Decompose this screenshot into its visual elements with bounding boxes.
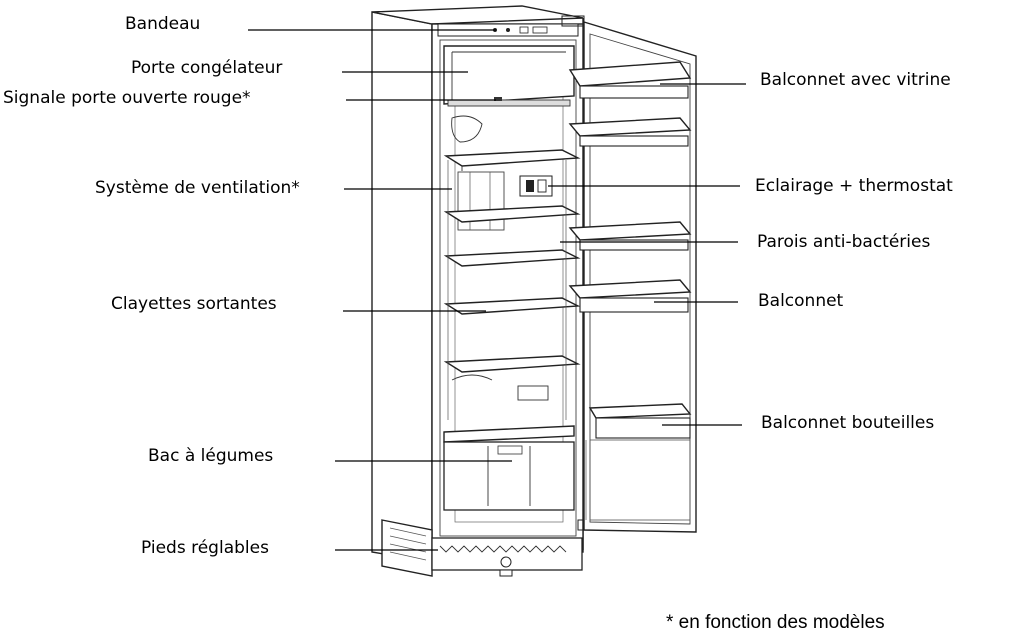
label-parois: Parois anti-bactéries — [757, 232, 931, 252]
label-balconnet-bouteilles: Balconnet bouteilles — [761, 413, 935, 433]
label-balconnet: Balconnet — [758, 291, 844, 311]
freezer-door — [443, 45, 575, 107]
label-clayettes: Clayettes sortantes — [111, 294, 277, 314]
label-balconnet-vitrine: Balconnet avec vitrine — [760, 70, 951, 90]
shelves — [443, 149, 581, 420]
label-bac-legumes: Bac à légumes — [148, 446, 274, 466]
light-thermostat — [519, 175, 553, 197]
label-eclairage: Eclairage + thermostat — [755, 176, 953, 196]
label-signale-porte: Signale porte ouverte rouge* — [3, 88, 251, 108]
label-systeme-ventilation: Système de ventilation* — [95, 178, 300, 198]
fridge-door — [568, 21, 697, 533]
footnote: * en fonction des modèles — [666, 612, 885, 633]
crisper-drawer — [443, 425, 575, 511]
label-pieds: Pieds réglables — [141, 538, 269, 558]
label-porte-congelateur: Porte congélateur — [131, 58, 283, 78]
leader-lines — [248, 29, 746, 551]
label-bandeau: Bandeau — [125, 14, 201, 34]
